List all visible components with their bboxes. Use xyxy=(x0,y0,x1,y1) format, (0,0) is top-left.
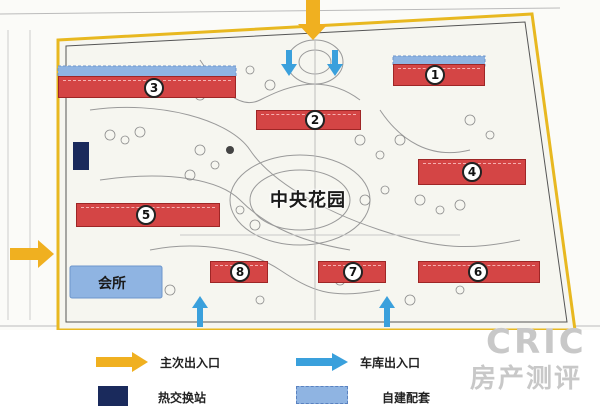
building-2-number-badge: 2 xyxy=(305,110,325,130)
building-6-number-badge: 6 xyxy=(468,262,488,282)
building-7-number-badge: 7 xyxy=(343,262,363,282)
self-built-facility-strip-3 xyxy=(57,65,237,79)
garage-entrance-arrow-top-right xyxy=(327,50,343,76)
clubhouse-block xyxy=(69,265,163,299)
building-1-number-badge: 1 xyxy=(425,65,445,85)
clubhouse-label: 会所 xyxy=(98,276,126,292)
blue-arrow-icon xyxy=(296,353,348,371)
legend-heat-exchange-label: 热交换站 xyxy=(158,391,207,405)
legend-self-built-label: 自建配套 xyxy=(382,391,431,405)
main-entrance-top-arrow xyxy=(298,0,328,40)
central-garden-label: 中央花园 xyxy=(270,190,346,211)
watermark-cric: CRIC xyxy=(486,322,587,362)
watermark-subtitle: 房产测评 xyxy=(470,364,583,394)
legend-main-entrance-label: 主次出入口 xyxy=(160,356,221,370)
yellow-arrow-icon xyxy=(96,352,148,372)
navy-square-icon xyxy=(98,386,128,406)
building-5-number-badge: 5 xyxy=(136,205,156,225)
building-8-number-badge: 8 xyxy=(230,262,250,282)
site-plan: 3 1 2 4 5 6 7 8 中央花园 会所 xyxy=(0,0,600,330)
garage-entrance-arrow-bottom-right xyxy=(379,296,395,327)
garage-entrance-arrow-top-left xyxy=(281,50,297,76)
building-4-number-badge: 4 xyxy=(462,162,482,182)
main-entrance-left-arrow xyxy=(10,240,54,268)
legend: 主次出入口 车库出入口 热交换站 自建配套 CRIC 房产测评 xyxy=(0,322,600,420)
legend-garage-entrance-label: 车库出入口 xyxy=(360,356,421,370)
heat-exchange-station-block xyxy=(73,142,89,170)
lightblue-dashed-rect-icon xyxy=(296,386,348,404)
fountain xyxy=(226,146,234,154)
garage-entrance-arrow-bottom-left xyxy=(192,296,208,327)
building-3-number-badge: 3 xyxy=(144,78,164,98)
